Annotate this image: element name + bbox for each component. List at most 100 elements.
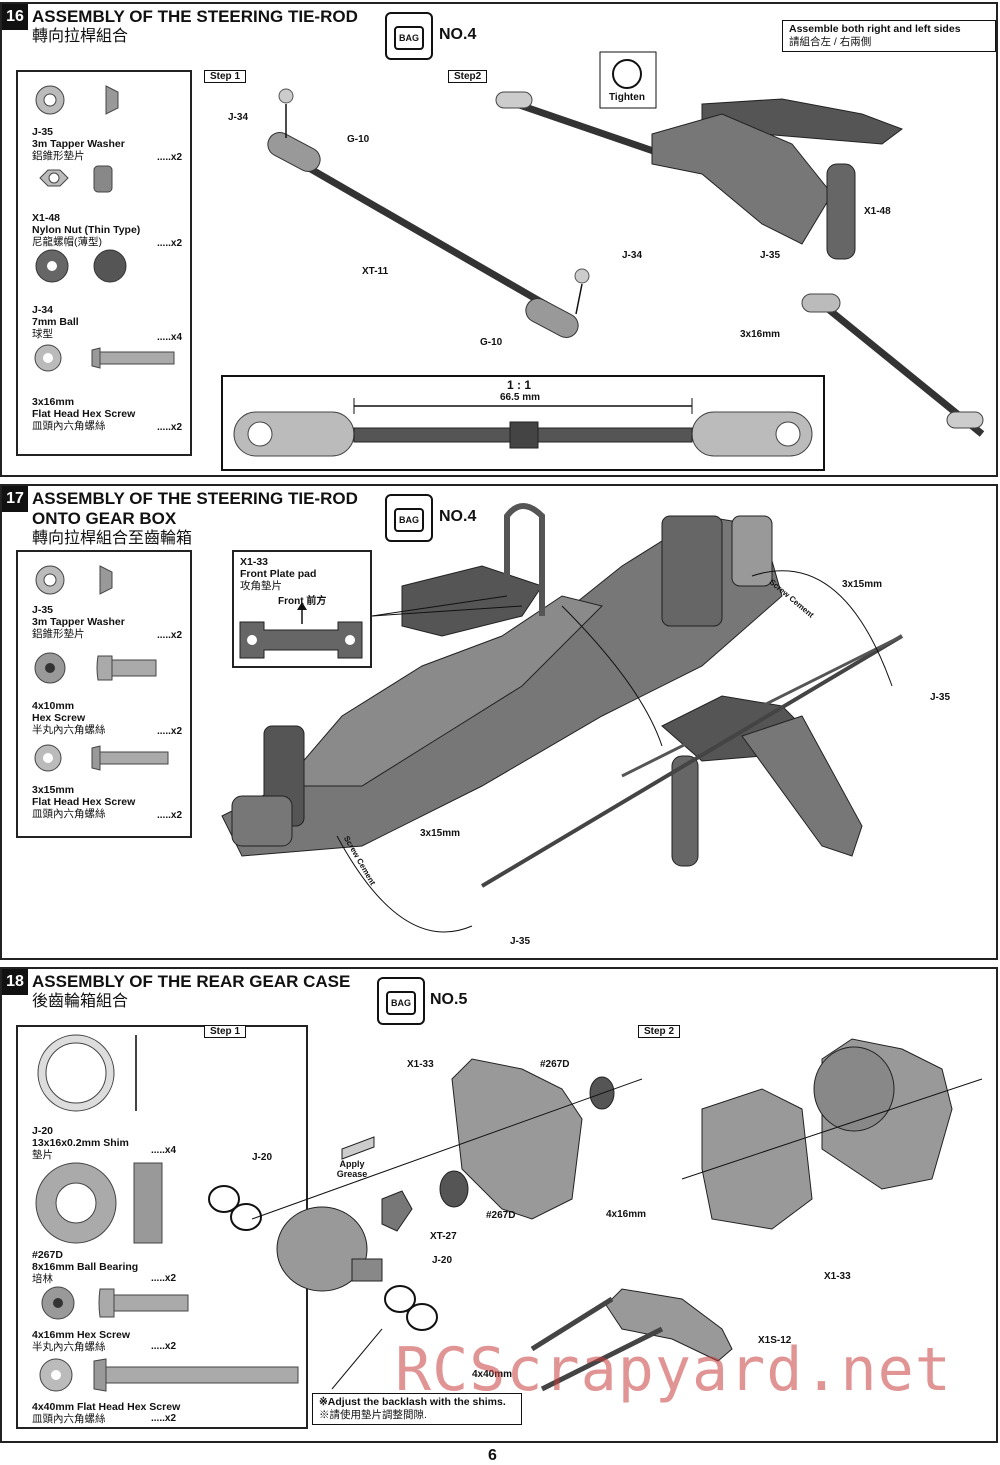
assembly-note: Assemble both right and left sides 請組合左 … bbox=[782, 20, 996, 52]
part-qty: .....x2 bbox=[156, 152, 182, 163]
part-qty: .....x4 bbox=[156, 332, 182, 343]
part-name: 3m Tapper Washer bbox=[32, 616, 125, 628]
part-name: Nylon Nut (Thin Type) bbox=[32, 224, 141, 236]
step1-label: Step 1 bbox=[204, 1025, 247, 1038]
callout-label: #267D bbox=[540, 1059, 570, 1070]
section-17: 17 ASSEMBLY OF THE STEERING TIE-ROD ONTO… bbox=[0, 484, 998, 960]
callout-label: X1S-12 bbox=[758, 1335, 792, 1346]
step2-label: Step 2 bbox=[638, 1025, 681, 1038]
part-cn: 皿頭內六角螺絲 bbox=[32, 808, 106, 820]
callout-label: J-34 bbox=[622, 250, 643, 261]
part-code: J-20 bbox=[32, 1125, 54, 1137]
section-16: 16 ASSEMBLY OF THE STEERING TIE-ROD 轉向拉桿… bbox=[0, 2, 998, 477]
callout-label: J-20 bbox=[432, 1255, 453, 1266]
part-cn: 半丸內六角螺絲 bbox=[32, 724, 106, 736]
part-name: 13x16x0.2mm Shim bbox=[32, 1137, 129, 1149]
callout-label: G-10 bbox=[480, 337, 503, 348]
title-cn: 轉向拉桿組合至齒輪箱 bbox=[32, 530, 193, 547]
section-title: ASSEMBLY OF THE STEERING TIE-ROD 轉向拉桿組合 bbox=[32, 7, 358, 47]
section-number: 17 bbox=[2, 486, 28, 512]
part-cn: 皿頭內六角螺絲 bbox=[32, 1413, 106, 1425]
part-code: #267D bbox=[32, 1249, 63, 1261]
part-qty: .....x2 bbox=[156, 238, 182, 249]
parts-icons bbox=[34, 85, 175, 372]
part-name: 8x16mm Ball Bearing bbox=[32, 1261, 139, 1273]
callout-label: X1-48 bbox=[864, 206, 891, 217]
section-title: ASSEMBLY OF THE REAR GEAR CASE 後齒輪箱組合 bbox=[32, 972, 350, 1012]
pad-cn: 攻角墊片 bbox=[240, 580, 282, 592]
tie-rod-drawing bbox=[221, 51, 985, 471]
title-en: ASSEMBLY OF THE STEERING TIE-ROD bbox=[32, 7, 358, 26]
ratio-label: 1 : 1 bbox=[507, 378, 532, 392]
bag-label: BAG bbox=[386, 991, 416, 1015]
bag-icon: BAG bbox=[385, 494, 433, 542]
note-en: ※Adjust the backlash with the shims. bbox=[319, 1396, 506, 1408]
pad-front-label: Front 前方 bbox=[278, 596, 327, 607]
bag-icon: BAG bbox=[385, 12, 433, 60]
title-en: ASSEMBLY OF THE REAR GEAR CASE bbox=[32, 972, 351, 991]
part-cn: 培林 bbox=[32, 1273, 53, 1285]
part-name: Hex Screw bbox=[32, 712, 86, 724]
part-qty: .....x2 bbox=[150, 1413, 176, 1424]
step2-label: Step2 bbox=[448, 70, 488, 83]
callout-label: #267D bbox=[486, 1210, 516, 1221]
title-cn: 轉向拉桿組合 bbox=[32, 28, 129, 45]
part-code: 4x16mm Hex Screw bbox=[32, 1329, 131, 1341]
step1-label: Step 1 bbox=[204, 70, 247, 83]
callout-label: XT-27 bbox=[430, 1231, 457, 1242]
part-name: 3m Tapper Washer bbox=[32, 138, 125, 150]
bag-label: BAG bbox=[394, 26, 424, 50]
callout-label: 4x40mm bbox=[472, 1369, 513, 1380]
parts-icons bbox=[34, 565, 169, 772]
title-cn: 後齒輪箱組合 bbox=[32, 993, 129, 1010]
note-cn: 請組合左 / 右兩側 bbox=[789, 36, 872, 48]
part-name: Flat Head Hex Screw bbox=[32, 796, 136, 808]
pad-code: X1-33 bbox=[240, 556, 269, 568]
callout-label: X1-33 bbox=[407, 1059, 434, 1070]
part-name: 7mm Ball bbox=[32, 316, 79, 328]
backlash-note: ※Adjust the backlash with the shims. ※請使… bbox=[312, 1393, 522, 1425]
section-18: 18 ASSEMBLY OF THE REAR GEAR CASE 後齒輪箱組合… bbox=[0, 967, 998, 1443]
callout-label: XT-11 bbox=[362, 266, 389, 277]
section-title: ASSEMBLY OF THE STEERING TIE-ROD ONTO GE… bbox=[32, 489, 358, 549]
part-code: J-35 bbox=[32, 126, 54, 138]
callout-label: J-35 bbox=[510, 936, 531, 947]
length-label: 66.5 mm bbox=[500, 392, 541, 403]
part-qty: .....x2 bbox=[150, 1273, 176, 1284]
gear-box-drawing bbox=[221, 503, 904, 933]
part-cn: 皿頭內六角螺絲 bbox=[32, 420, 106, 432]
part-cn: 尼龍螺帽(薄型) bbox=[32, 236, 102, 248]
part-code: 4x40mm Flat Head Hex Screw bbox=[32, 1401, 181, 1413]
callout-label: 3x16mm bbox=[740, 329, 781, 340]
note-cn: ※請使用墊片調整間隙. bbox=[319, 1409, 427, 1421]
title-en: ASSEMBLY OF THE STEERING TIE-ROD bbox=[32, 489, 358, 508]
part-cn: 鋁錐形墊片 bbox=[32, 628, 85, 640]
callout-label: J-20 bbox=[252, 1152, 273, 1163]
part-code: J-34 bbox=[32, 304, 54, 316]
page-number: 6 bbox=[488, 1447, 497, 1464]
bag-icon: BAG bbox=[377, 977, 425, 1025]
part-qty: .....x2 bbox=[150, 1341, 176, 1352]
part-name: Flat Head Hex Screw bbox=[32, 408, 136, 420]
part-qty: .....x2 bbox=[156, 630, 182, 641]
parts-icons bbox=[35, 1034, 299, 1392]
part-code: 3x16mm bbox=[32, 396, 75, 408]
callout-label: J-34 bbox=[228, 112, 249, 123]
part-cn: 鋁錐形墊片 bbox=[32, 150, 85, 162]
part-code: J-35 bbox=[32, 604, 54, 616]
rear-gear-case-drawing bbox=[208, 1038, 983, 1392]
part-code: X1-48 bbox=[32, 212, 61, 224]
pad-name: Front Plate pad bbox=[240, 568, 317, 580]
callout-label: J-35 bbox=[760, 250, 781, 261]
